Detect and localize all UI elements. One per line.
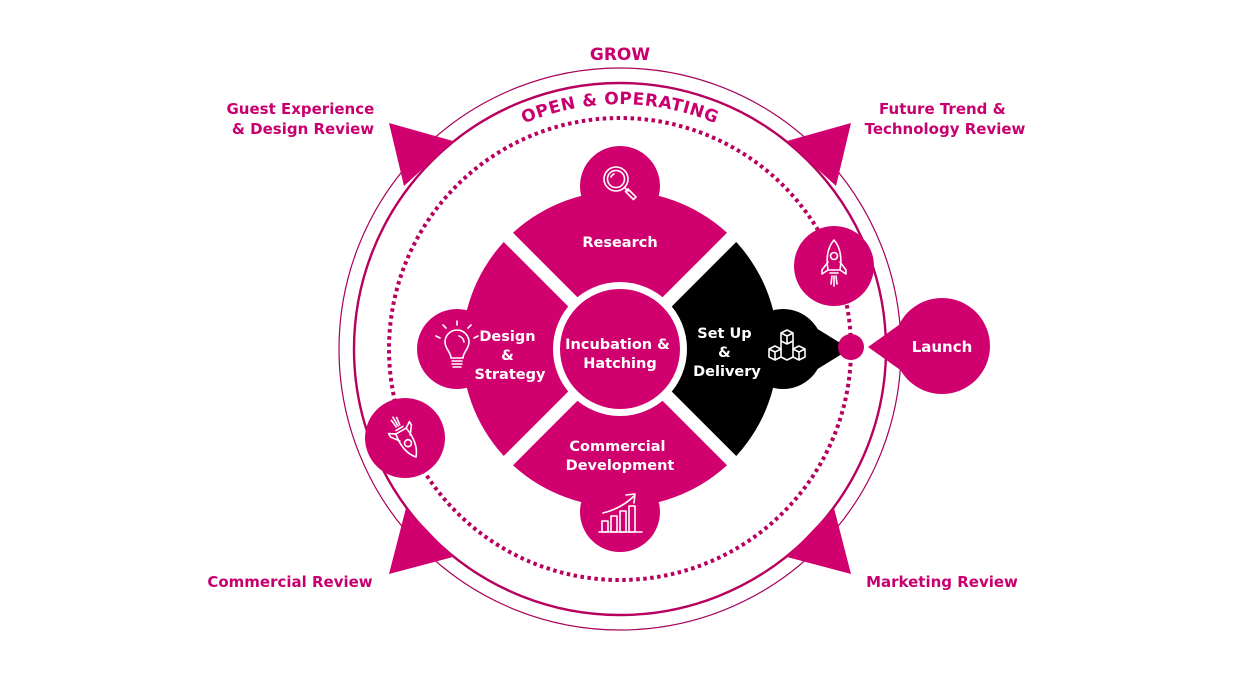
review-marker-top-right [787, 123, 851, 186]
petal-label-design-strategy: Design & Strategy [475, 329, 546, 383]
open-operating-label: OPEN & OPERATING [519, 89, 722, 128]
rocket-icon [821, 239, 847, 287]
growth-chart-icon [598, 493, 643, 533]
rocket-icon [387, 416, 418, 458]
review-marker-bottom-right [787, 508, 851, 574]
petal-label-commercial-development: Commercial Development [566, 439, 675, 474]
orbit-node-rocket-left[interactable] [365, 398, 445, 478]
launch-label: Launch [912, 338, 973, 356]
petal-label-research: Research [582, 235, 657, 251]
center-label: Incubation & Hatching [565, 337, 675, 372]
open-operating-arc-text: OPEN & OPERATING [519, 89, 721, 128]
review-label-guest-experience: Guest Experience & Design Review [226, 100, 379, 138]
review-label-commercial: Commercial Review [207, 573, 372, 591]
grow-label: GROW [590, 45, 650, 65]
petal-design-strategy[interactable] [417, 237, 620, 461]
petal-label-setup-delivery: Set Up & Delivery [693, 326, 761, 380]
orbit-node-rocket-top-right[interactable] [794, 226, 874, 306]
lightbulb-icon [435, 320, 479, 368]
launch-junction-dot [838, 334, 864, 360]
magnifier-icon [603, 166, 637, 201]
review-label-future-trend: Future Trend & Technology Review [865, 100, 1026, 138]
review-marker-bottom-left [389, 508, 453, 574]
review-label-marketing: Marketing Review [866, 573, 1018, 591]
center-hub[interactable] [560, 289, 680, 409]
cubes-icon [768, 329, 806, 361]
review-marker-top-left [389, 123, 453, 186]
petal-setup-delivery[interactable] [620, 237, 850, 461]
launch-node[interactable]: Launch [838, 298, 990, 394]
